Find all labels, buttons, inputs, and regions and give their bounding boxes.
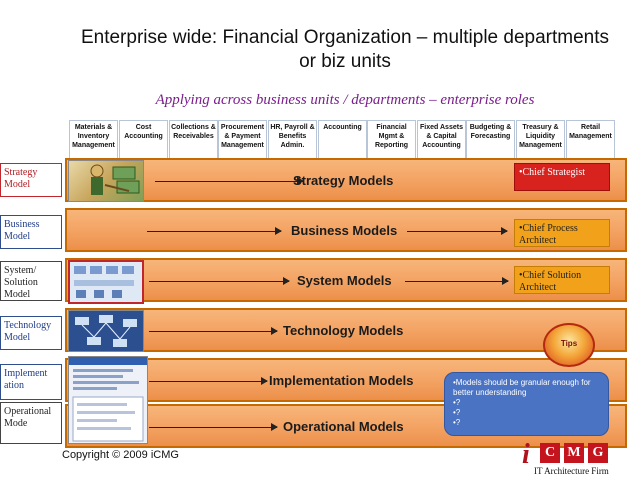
dept-procurement: Procurement & Payment Management xyxy=(218,120,267,162)
business-arrow-left xyxy=(147,227,282,235)
role-chief-solution-architect: •Chief Solution Architect xyxy=(514,266,610,294)
side-label-business: Business Model xyxy=(0,215,62,249)
code-screen-icon xyxy=(69,357,147,442)
side-label-technology: Technology Model xyxy=(0,316,62,350)
title-line-2: or biz units xyxy=(299,51,391,72)
logo-letter-g: G xyxy=(588,443,608,463)
side-label-implementation: Implement ation xyxy=(0,364,62,400)
copyright-text: Copyright © 2009 iCMG xyxy=(62,449,179,461)
icmg-logo: i C M G IT Architecture Firm xyxy=(516,439,626,477)
side-label-strategy: Strategy Model xyxy=(0,163,62,197)
technology-layer-bar: Technology Models xyxy=(65,308,627,352)
dept-cost-accounting: Cost Accounting xyxy=(119,120,168,162)
side-label-system: System/ Solution Model xyxy=(0,261,62,301)
system-arrow-left xyxy=(149,277,290,285)
dept-financial-mgmt: Financial Mgmt & Reporting xyxy=(367,120,416,162)
money-figure-icon xyxy=(90,164,140,195)
technology-arrow-left xyxy=(149,327,278,335)
strategy-thumbnail-image xyxy=(68,160,144,202)
system-arrow-right xyxy=(405,277,509,285)
logo-prefix: i xyxy=(522,439,530,470)
logo-tagline: IT Architecture Firm xyxy=(534,466,609,476)
callout-line-2: •? xyxy=(453,398,461,407)
logo-letter-c: C xyxy=(540,443,560,463)
business-layer-label: Business Models xyxy=(291,223,398,238)
logo-letter-m: M xyxy=(564,443,584,463)
implementation-thumbnail-image xyxy=(68,356,148,444)
network-diagram-icon xyxy=(75,315,137,347)
technology-thumbnail-image xyxy=(68,310,144,352)
dept-collections: Collections & Receivables xyxy=(169,120,218,162)
dept-accounting: Accounting xyxy=(318,120,367,162)
implementation-arrow-left xyxy=(149,377,268,385)
operational-layer-label: Operational Models xyxy=(283,419,404,434)
implementation-layer-label: Implementation Models xyxy=(269,373,414,388)
strategy-layer-label: Strategy Models xyxy=(293,173,394,188)
dept-fixed-assets: Fixed Assets & Capital Accounting xyxy=(417,120,466,162)
operational-arrow-left xyxy=(149,423,278,431)
models-callout: •Models should be granular enough for be… xyxy=(444,372,609,436)
side-label-operational: Operational Mode xyxy=(0,402,62,444)
callout-line-4: •? xyxy=(453,418,461,427)
slide-subtitle: Applying across business units / departm… xyxy=(155,92,535,108)
title-line-1: Enterprise wide: Financial Organization … xyxy=(80,27,610,48)
dept-treasury: Treasury & Liquidity Management xyxy=(516,120,565,162)
tips-badge-text: Tips xyxy=(560,339,578,348)
system-diagram-icon xyxy=(74,266,134,298)
callout-line-1: •Models should be granular enough for be… xyxy=(453,378,591,397)
slide-title: Enterprise wide: Financial Organization … xyxy=(60,26,630,74)
technology-layer-label: Technology Models xyxy=(283,323,404,338)
tips-badge-icon: Tips xyxy=(543,323,595,367)
dept-retail: Retail Management xyxy=(566,120,615,162)
system-thumbnail-image xyxy=(68,260,144,304)
dept-hr-payroll: HR, Payroll & Benefits Admin. xyxy=(268,120,317,162)
role-chief-strategist: •Chief Strategist xyxy=(514,163,610,191)
dept-budgeting: Budgeting & Forecasting xyxy=(466,120,515,162)
callout-line-3: •? xyxy=(453,408,461,417)
system-layer-label: System Models xyxy=(297,273,392,288)
dept-materials-inventory: Materials & Inventory Management xyxy=(69,120,118,162)
business-arrow-right xyxy=(407,227,508,235)
role-chief-process-architect: •Chief Process Architect xyxy=(514,219,610,247)
strategy-arrow-left xyxy=(155,177,304,185)
